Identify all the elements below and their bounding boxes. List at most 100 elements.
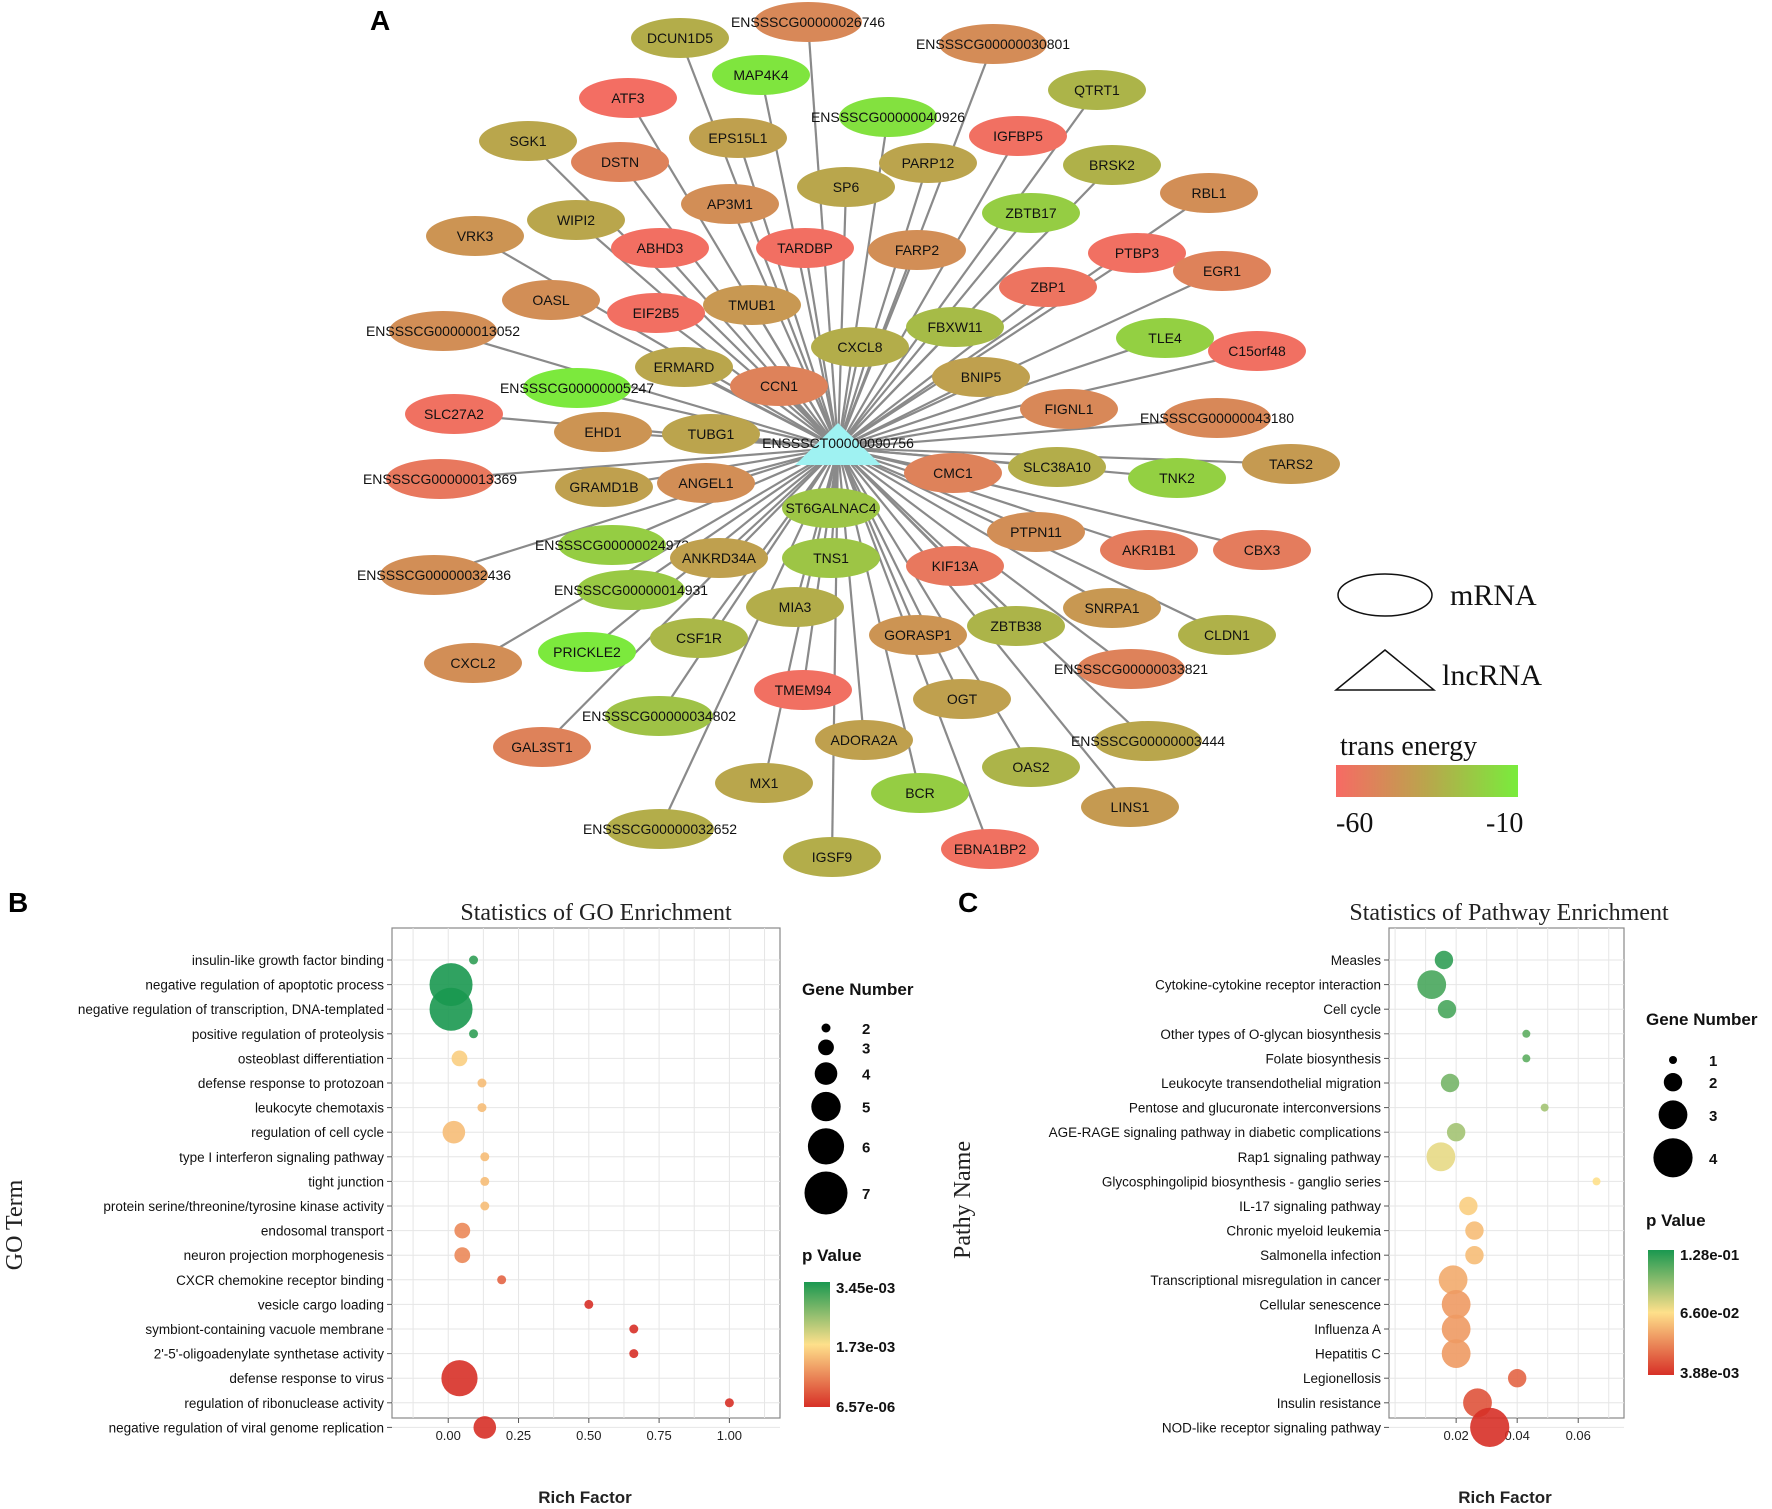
mrna-node: PTBP3 bbox=[1088, 233, 1186, 273]
go-size-legend-dot bbox=[821, 1023, 831, 1033]
pathway-category-label: IL-17 signaling pathway bbox=[1239, 1199, 1381, 1214]
go-x-tick-label: 0.00 bbox=[436, 1428, 461, 1443]
mrna-node-ellipse bbox=[479, 121, 577, 161]
go-category-label: CXCR chemokine receptor binding bbox=[176, 1273, 384, 1288]
pathway-category-label: Other types of O-glycan biosynthesis bbox=[1160, 1027, 1381, 1042]
mrna-node: ENSSSCG00000003444 bbox=[1071, 721, 1225, 761]
pathway-category-label: Rap1 signaling pathway bbox=[1238, 1150, 1382, 1165]
pathway-data-point bbox=[1437, 1000, 1457, 1019]
go-category-label: defense response to virus bbox=[229, 1371, 384, 1386]
mrna-node-label: ENSSSCG00000005247 bbox=[500, 380, 654, 396]
pathway-category-label: Transcriptional misregulation in cancer bbox=[1150, 1273, 1381, 1288]
mrna-node-label: ENSSSCG00000030801 bbox=[916, 36, 1070, 52]
pathway-enrichment-panel: C Statistics of Pathway Enrichment Pathy… bbox=[950, 887, 1758, 1507]
pathway-category-label: Glycosphingolipid biosynthesis - ganglio… bbox=[1102, 1174, 1381, 1189]
mrna-node: SP6 bbox=[797, 167, 895, 207]
network-edge bbox=[837, 135, 1019, 449]
mrna-node-ellipse bbox=[987, 512, 1085, 552]
mrna-node-label: KIF13A bbox=[932, 558, 979, 574]
energy-min-label: -60 bbox=[1336, 808, 1373, 839]
go-data-point bbox=[629, 1349, 639, 1359]
network-edge bbox=[718, 447, 839, 559]
pathway-data-point bbox=[1522, 1029, 1531, 1038]
mrna-node-label: EGR1 bbox=[1203, 263, 1241, 279]
pathway-category-label: Cellular senescence bbox=[1259, 1297, 1381, 1312]
go-category-label: symbiont-containing vacuole membrane bbox=[145, 1322, 384, 1337]
go-size-legend-title: Gene Number bbox=[802, 980, 914, 999]
mrna-node-ellipse bbox=[1088, 233, 1186, 273]
mrna-node: FARP2 bbox=[868, 230, 966, 270]
mrna-node-ellipse bbox=[681, 184, 779, 224]
mrna-node-label: WIPI2 bbox=[557, 212, 595, 228]
pathway-data-point bbox=[1434, 950, 1454, 970]
energy-colorbar bbox=[1336, 765, 1518, 797]
mrna-node-label: LINS1 bbox=[1111, 799, 1150, 815]
lncrna-legend-triangle bbox=[1333, 649, 1437, 691]
mrna-node-ellipse bbox=[815, 720, 913, 760]
go-size-legend-dot bbox=[804, 1171, 848, 1215]
pathway-size-legend-title: Gene Number bbox=[1646, 1010, 1758, 1029]
pathway-data-point bbox=[1465, 1221, 1484, 1240]
mrna-node-label: MIA3 bbox=[779, 599, 812, 615]
mrna-node: ST6GALNAC4 bbox=[782, 488, 880, 528]
mrna-node: CXCL8 bbox=[811, 327, 909, 367]
lncrna-legend-label: lncRNA bbox=[1442, 659, 1542, 692]
network-edge bbox=[837, 447, 963, 700]
go-data-point bbox=[584, 1299, 594, 1309]
pathway-size-legend-label: 1 bbox=[1709, 1053, 1717, 1070]
mrna-node: MAP4K4 bbox=[712, 55, 810, 95]
mrna-node: CSF1R bbox=[650, 618, 748, 658]
mrna-node-ellipse bbox=[782, 488, 880, 528]
go-data-point bbox=[473, 1416, 497, 1439]
network-edge bbox=[630, 447, 839, 591]
pathway-size-legend-label: 4 bbox=[1709, 1151, 1718, 1168]
mrna-node: ENSSSCG00000024973 bbox=[535, 525, 689, 565]
pathway-data-point bbox=[1441, 1339, 1471, 1368]
pathway-color-label-low: 3.88e-03 bbox=[1680, 1365, 1739, 1382]
network-edge bbox=[837, 446, 1178, 480]
mrna-node-ellipse bbox=[555, 467, 653, 507]
mrna-node: TMUB1 bbox=[703, 285, 801, 325]
mrna-node-ellipse bbox=[571, 142, 669, 182]
network-edge bbox=[836, 186, 848, 449]
energy-legend-title: trans energy bbox=[1340, 731, 1477, 762]
mrna-node-label: GRAMD1B bbox=[569, 479, 638, 495]
mrna-node: CXCL2 bbox=[424, 643, 522, 683]
pathway-color-label-mid: 6.60e-02 bbox=[1680, 1305, 1739, 1322]
mrna-node-label: DCUN1D5 bbox=[647, 30, 713, 46]
mrna-legend-label: mRNA bbox=[1450, 579, 1537, 612]
mrna-node: BRSK2 bbox=[1063, 145, 1161, 185]
mrna-node: SGK1 bbox=[479, 121, 577, 161]
network-edge bbox=[837, 416, 1218, 450]
go-data-point bbox=[454, 1222, 471, 1239]
mrna-node-label: FIGNL1 bbox=[1044, 401, 1093, 417]
mrna-node: EPS15L1 bbox=[689, 118, 787, 158]
go-data-point bbox=[480, 1201, 490, 1211]
lncrna-center-label: ENSSSCT00000090756 bbox=[762, 435, 914, 451]
network-edge bbox=[837, 447, 1149, 742]
mrna-node-label: TARS2 bbox=[1269, 456, 1313, 472]
mrna-node-label: ENSSSCG00000014931 bbox=[554, 582, 708, 598]
panel-label-b: B bbox=[8, 887, 28, 918]
mrna-node: ENSSSCG00000033821 bbox=[1054, 649, 1208, 689]
go-data-point bbox=[724, 1398, 734, 1408]
mrna-node: ENSSSCG00000043180 bbox=[1140, 398, 1294, 438]
mrna-node-label: ANGEL1 bbox=[678, 475, 733, 491]
pathway-data-point bbox=[1417, 970, 1447, 999]
mrna-node-ellipse bbox=[657, 463, 755, 503]
mrna-node-ellipse bbox=[904, 453, 1002, 493]
mrna-node-ellipse bbox=[579, 78, 677, 118]
mrna-node: SLC27A2 bbox=[405, 394, 503, 434]
mrna-node: IGSF9 bbox=[783, 837, 881, 877]
go-chart-title: Statistics of GO Enrichment bbox=[460, 900, 732, 926]
network-edge bbox=[837, 326, 956, 449]
mrna-node: ENSSSCG00000030801 bbox=[916, 24, 1070, 64]
mrna-node: IGFBP5 bbox=[969, 116, 1067, 156]
mrna-node: EBNA1BP2 bbox=[941, 829, 1039, 869]
mrna-node-label: PARP12 bbox=[902, 155, 955, 171]
go-category-label: negative regulation of transcription, DN… bbox=[78, 1002, 384, 1017]
mrna-legend-ellipse bbox=[1337, 573, 1433, 617]
mrna-node-label: ENSSSCG00000026746 bbox=[731, 14, 885, 30]
mrna-node: QTRT1 bbox=[1048, 70, 1146, 110]
